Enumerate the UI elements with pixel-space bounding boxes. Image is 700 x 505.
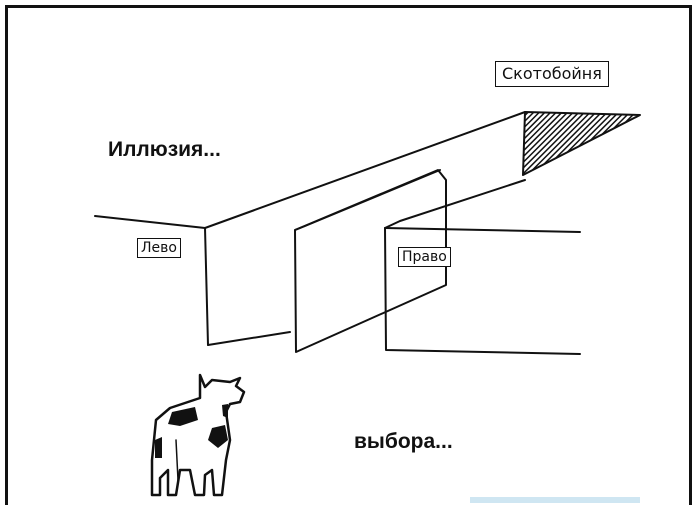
frame-border xyxy=(5,5,692,505)
sign-right: Право xyxy=(398,247,451,267)
caption-of-choice: выбора... xyxy=(354,430,453,453)
right-wall xyxy=(384,179,581,355)
caption-illusion: Иллюзия... xyxy=(108,138,221,161)
middle-panel xyxy=(294,169,447,353)
watermark xyxy=(470,497,640,503)
sign-slaughterhouse: Скотобойня xyxy=(495,61,609,87)
sign-left: Лево xyxy=(137,238,181,258)
dark-passage xyxy=(522,111,641,176)
cow xyxy=(150,373,246,497)
left-wall xyxy=(94,111,526,346)
